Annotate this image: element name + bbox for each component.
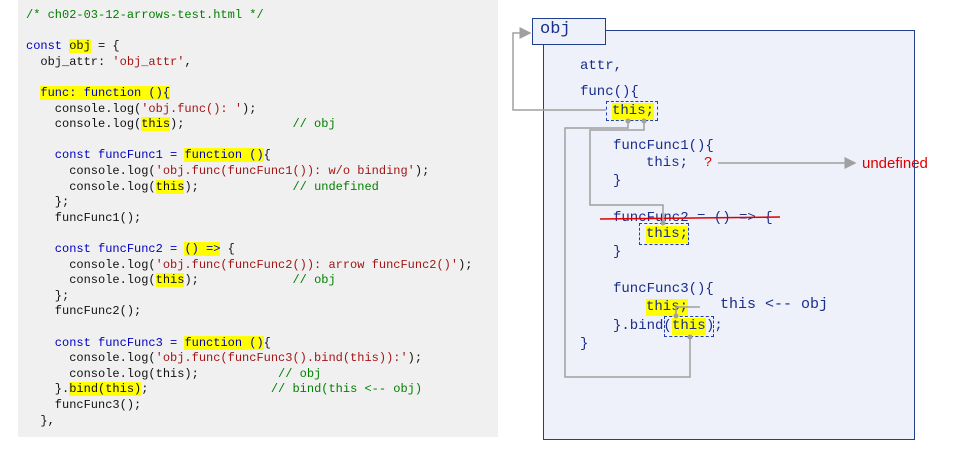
func-open: func(){ [580, 84, 639, 100]
code-token: console.log( [26, 179, 156, 194]
code-line: funcFunc1(); [26, 211, 141, 226]
code-line: console.log('obj.func(): '); [26, 101, 257, 117]
code-token: ); [414, 164, 430, 178]
code-line: const funcFunc1 = function (){ [26, 148, 271, 163]
code-token [26, 86, 40, 100]
code-token: 'obj.func(funcFunc3().bind(this)):' [155, 351, 408, 366]
ff2-this: this; [646, 226, 689, 243]
ff1-this: this; [646, 155, 689, 171]
code-token: funcFunc2(); [26, 304, 142, 319]
ff2-close: } [613, 244, 622, 260]
ff1-close: } [613, 173, 622, 189]
obj-label: obj [540, 20, 571, 39]
code-token: ); [407, 351, 423, 366]
func-this-box [606, 101, 658, 121]
code-token: // obj [292, 117, 336, 132]
ff1-open: funcFunc1(){ [613, 138, 714, 154]
code-line: const obj = { [26, 39, 120, 54]
code-line: funcFunc2(); [26, 304, 141, 319]
code-token: const funcFunc2 = [26, 242, 185, 256]
code-line: obj_attr: 'obj_attr', [26, 54, 192, 70]
code-token: const [26, 39, 70, 54]
code-token: // obj [278, 366, 322, 381]
code-line: }; [26, 195, 69, 210]
code-token: }. [26, 382, 70, 397]
ff3-this: this; [646, 299, 689, 316]
code-token: console.log( [26, 117, 142, 132]
attr-line: attr, [580, 58, 623, 74]
code-line: console.log(this); // obj [26, 117, 336, 132]
ff3-open: funcFunc3(){ [613, 281, 714, 297]
code-token: console.log( [26, 273, 156, 288]
code-token: { [263, 148, 271, 163]
ff3-annotation: this <-- obj [720, 296, 829, 313]
code-token: () => [184, 242, 221, 256]
code-line: console.log('obj.func(funcFunc1()): w/o … [26, 164, 429, 179]
code-token: ); [242, 101, 257, 116]
code-token: ); [184, 273, 293, 288]
code-token: funcFunc3(); [26, 398, 142, 412]
code-line: console.log('obj.func(funcFunc2()): arro… [26, 258, 472, 273]
code-token: }; [26, 288, 70, 303]
code-token: function () [184, 335, 264, 350]
code-token: 'obj.func(): ' [141, 101, 243, 116]
code-token: ; [141, 382, 271, 397]
code-token: ); [458, 257, 473, 272]
code-line: console.log(this); // undefined [26, 179, 379, 195]
code-token: = { [90, 39, 120, 54]
ff3-bind-prefix: }.bind( [613, 318, 672, 334]
ff1-question: ? [704, 155, 713, 171]
code-line: /* ch02-03-12-arrows-test.html */ [26, 8, 264, 23]
code-token: ); [184, 179, 293, 194]
code-token: obj_attr: [26, 54, 113, 69]
code-line: console.log(this); // obj [26, 367, 321, 382]
ff3-bind-this: this [672, 318, 706, 335]
code-line: const funcFunc2 = () => { [26, 242, 235, 257]
code-token: 'obj.func(funcFunc2()): arrow funcFunc2(… [155, 257, 459, 272]
code-token: func: function (){ [40, 86, 171, 100]
code-token: this [141, 117, 171, 132]
code-token: console.log( [26, 164, 156, 178]
code-token: }; [26, 195, 70, 210]
ff2-open: funcFunc2 = () => { [613, 210, 773, 226]
code-token: bind(this) [69, 382, 142, 397]
code-token: /* ch02-03-12-arrows-test.html */ [26, 8, 264, 22]
code-line: }, [26, 413, 55, 429]
code-line: console.log('obj.func(funcFunc3().bind(t… [26, 351, 422, 366]
code-line: const funcFunc3 = function (){ [26, 335, 271, 351]
code-token: 'obj.func(funcFunc1()): w/o binding' [155, 164, 415, 178]
code-token: this [155, 273, 185, 288]
code-panel: /* ch02-03-12-arrows-test.html */ const o… [18, 0, 498, 437]
undefined-label: undefined [862, 155, 928, 172]
code-token: 'obj_attr' [112, 54, 185, 69]
code-token: console.log( [26, 351, 156, 366]
code-token: // bind(this <-- obj) [270, 382, 423, 397]
code-token: funcFunc1(); [26, 210, 142, 225]
code-line: console.log(this); // obj [26, 273, 336, 288]
ff3-bind-suffix: ); [706, 318, 723, 334]
func-this: this; [612, 103, 655, 120]
code-token: this [155, 179, 185, 194]
func-close: } [580, 336, 589, 352]
code-line: }.bind(this); // bind(this <-- obj) [26, 382, 422, 397]
code-token: const funcFunc1 = [26, 148, 185, 163]
code-line: funcFunc3(); [26, 398, 141, 413]
code-token: // undefined [292, 179, 379, 194]
code-token: // obj [292, 273, 336, 288]
code-token: { [220, 242, 235, 256]
code-token: , [184, 54, 192, 69]
code-token: console.log( [26, 257, 156, 272]
code-token: { [263, 335, 271, 350]
code-line: func: function (){ [26, 86, 171, 101]
code-token: console.log( [26, 101, 142, 116]
code-token: ); [170, 117, 293, 132]
code-token: obj [69, 39, 91, 54]
code-line: }; [26, 289, 69, 304]
code-token: console.log(this); [26, 366, 279, 381]
code-token: function () [184, 148, 264, 163]
code-token: const funcFunc3 = [26, 335, 185, 350]
code-token: }, [26, 413, 55, 428]
